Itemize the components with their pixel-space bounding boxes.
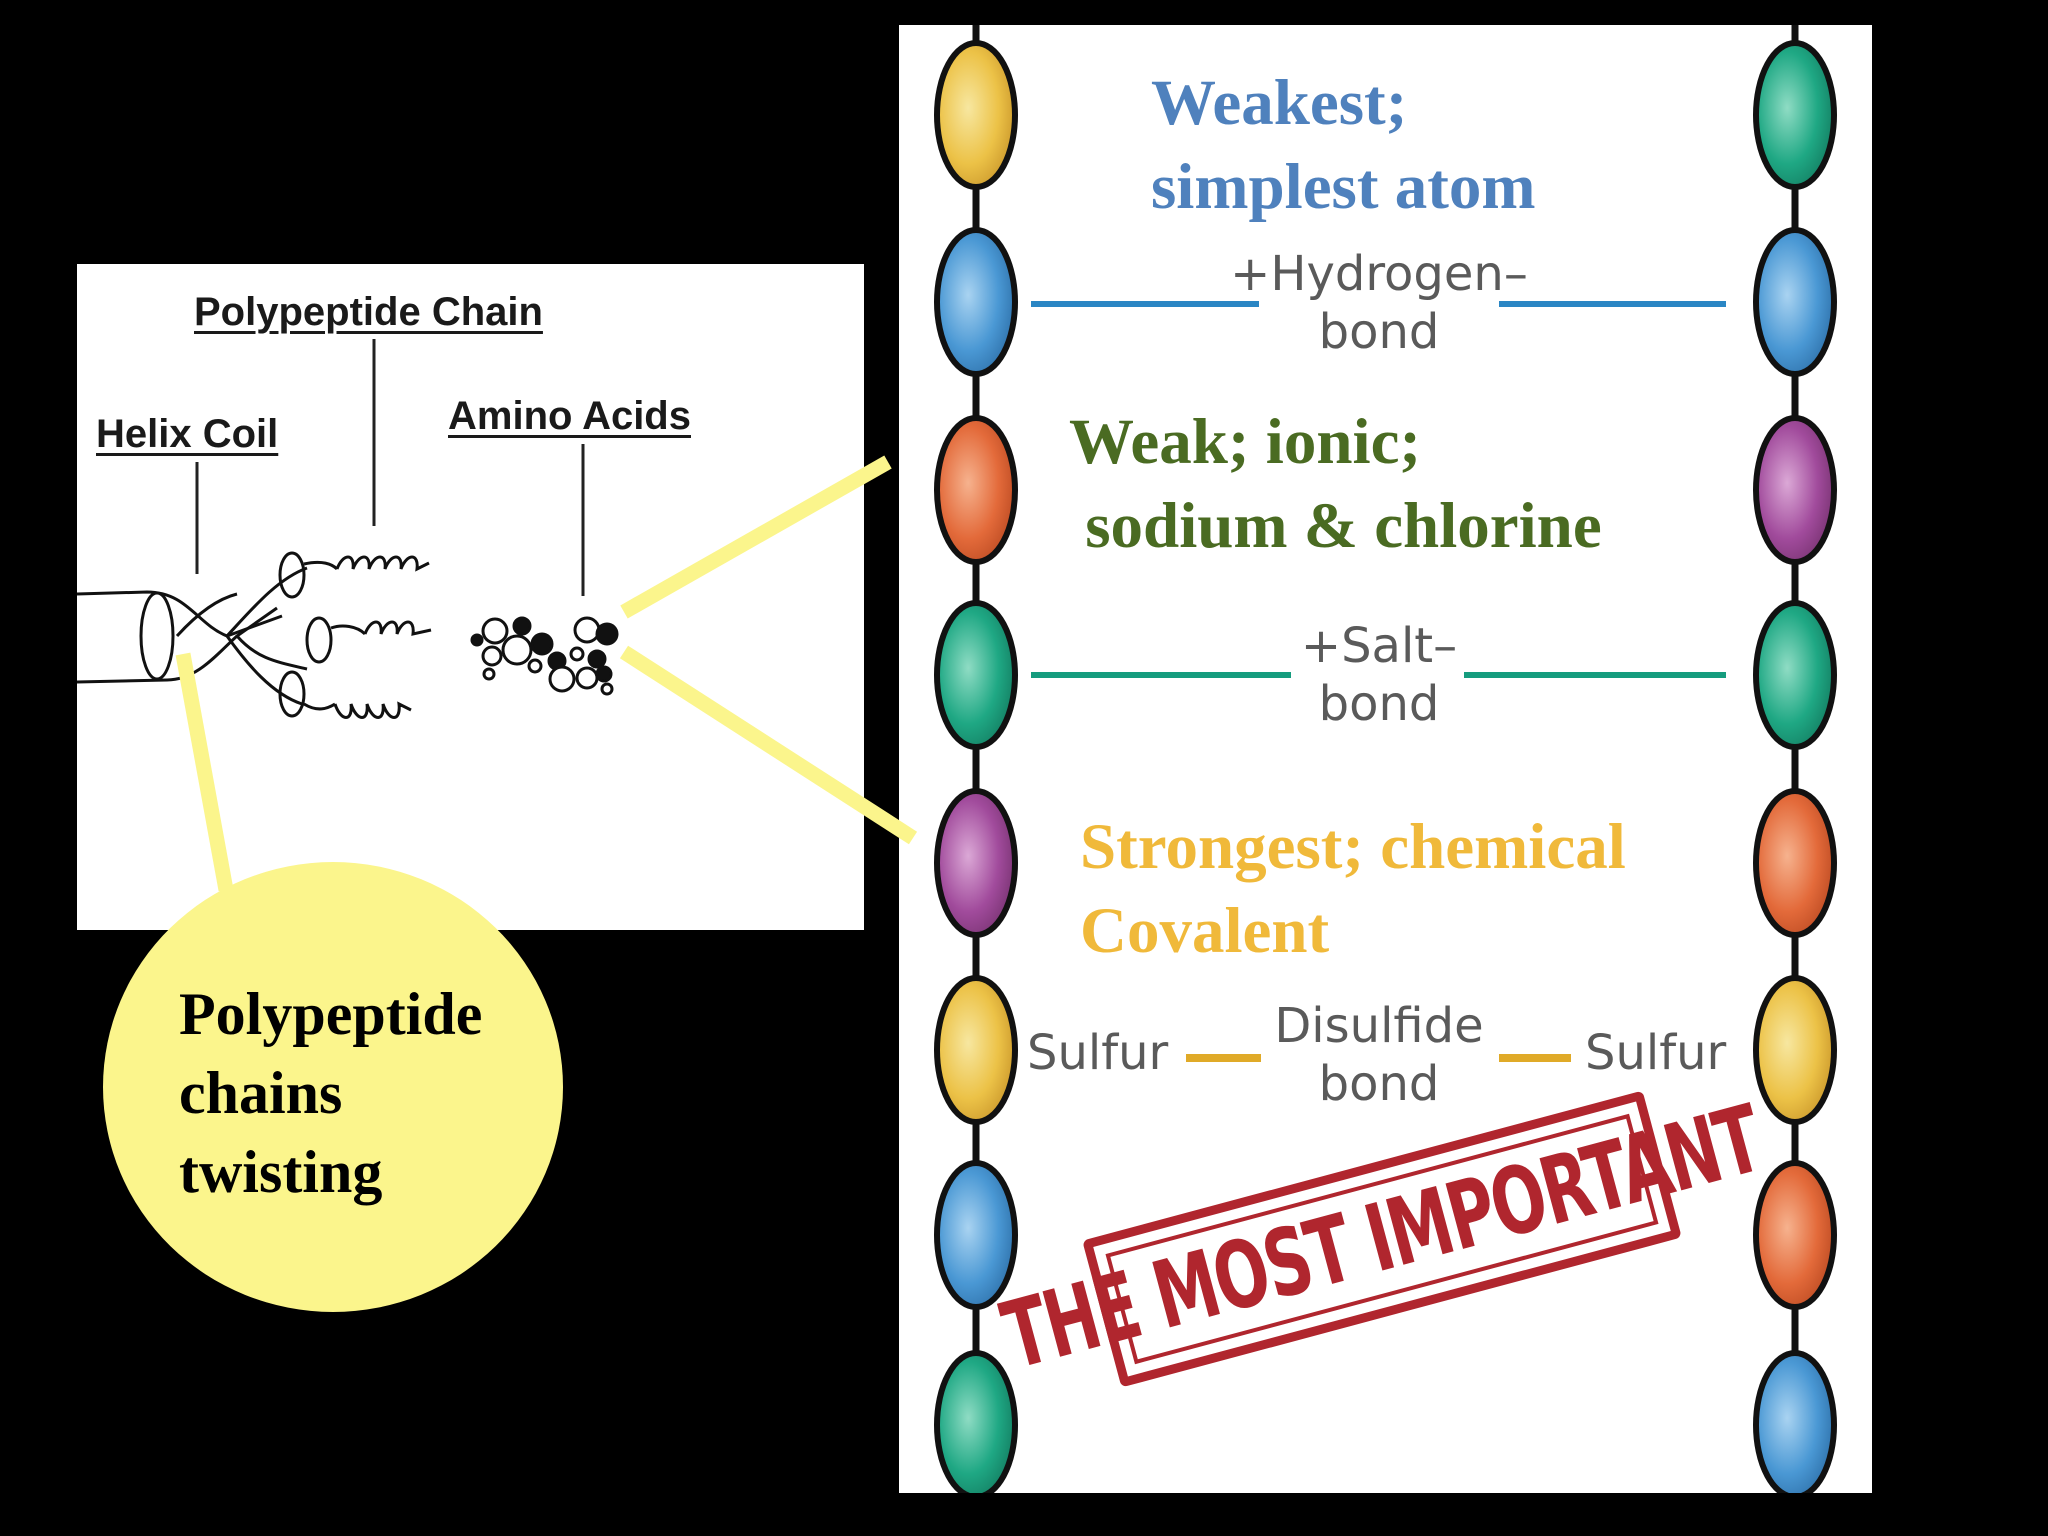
right-bead-green [1753,600,1837,750]
ionic-bond-description: Weak; ionic; sodium & chlorine [1069,406,1602,562]
amino-acids-drawing [470,616,619,696]
helix-coil-label: Helix Coil [96,412,279,456]
protein-structure-diagram: Polypeptide Chain Helix Coil Amino Acids [77,264,864,930]
salt-bond-label: +Salt– bond [1300,618,1458,732]
left-bead-chain [934,25,1018,1493]
sulfur-right-label: Sulfur [1585,1025,1727,1081]
covalent-bond-description: Strongest; chemical Covalent [1080,811,1626,967]
amino-acids-label: Amino Acids [448,394,691,438]
bond-types-panel: Weakest; simplest atom +Hydrogen– bond W… [899,25,1872,1493]
callout-text: Polypeptide chains twisting [179,981,483,1205]
left-bead-blue [934,227,1018,377]
right-bead-yellow [1753,975,1837,1125]
right-bead-chain [1753,25,1837,1493]
polypeptide-callout: Polypeptide chains twisting [103,862,563,1312]
right-bead-green [1753,40,1837,190]
left-bead-yellow [934,40,1018,190]
right-bead-orange [1753,1160,1837,1310]
polypeptide-chains-drawing [278,551,432,719]
right-bead-blue [1753,1350,1837,1493]
right-bead-orange [1753,788,1837,938]
right-bead-purple [1753,415,1837,565]
bead-chains-drawing [934,25,1837,1493]
left-bead-blue [934,1160,1018,1310]
protein-structure-drawing [77,339,619,719]
polypeptide-chain-label: Polypeptide Chain [194,290,543,334]
disulfide-bond-label: Disulfide bond [1274,998,1484,1112]
hydrogen-bond-label: +Hydrogen– bond [1230,246,1528,360]
right-bead-blue [1753,227,1837,377]
left-bead-green [934,1350,1018,1493]
left-bead-orange [934,415,1018,565]
left-bead-purple [934,788,1018,938]
hydrogen-bond-description: Weakest; simplest atom [1151,67,1536,223]
sulfur-left-label: Sulfur [1027,1025,1169,1081]
helix-coil-drawing [77,566,308,706]
left-bead-yellow [934,975,1018,1125]
left-bead-green [934,600,1018,750]
